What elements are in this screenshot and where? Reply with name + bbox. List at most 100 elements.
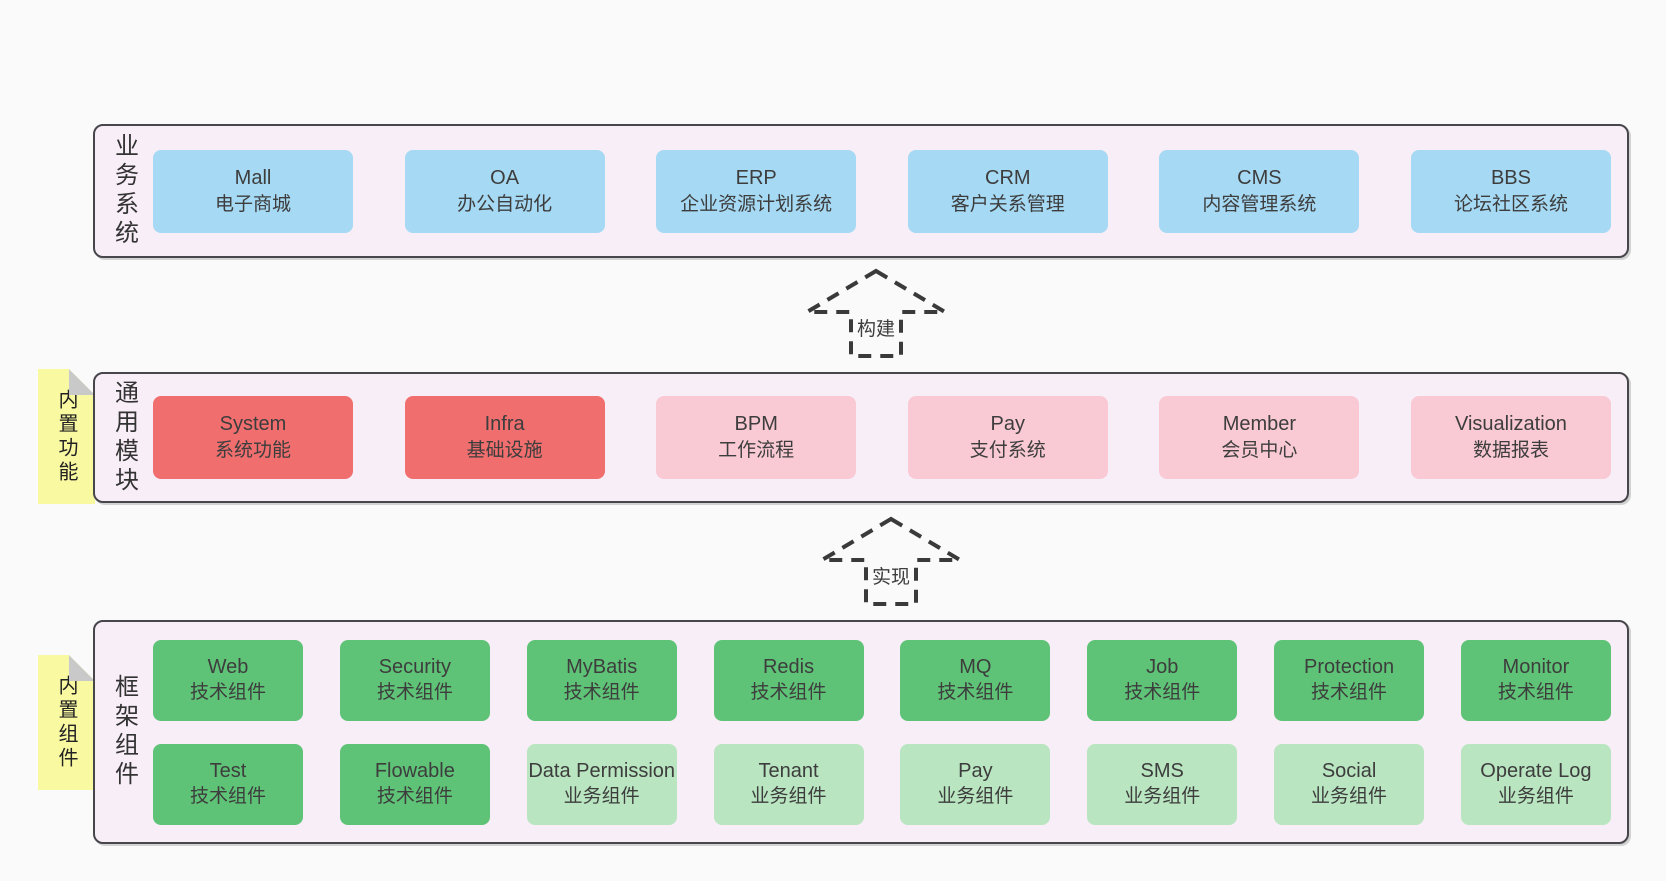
box-redis: Redis 技术组件 <box>713 639 864 721</box>
box-title: MyBatis <box>566 656 638 679</box>
box-mybatis: MyBatis 技术组件 <box>526 639 677 721</box>
box-infra: Infra 基础设施 <box>404 396 605 479</box>
box-title: Operate Log <box>1480 760 1592 783</box>
box-subtitle: 业务组件 <box>1497 785 1574 807</box>
box-subtitle: 技术组件 <box>563 681 640 703</box>
box-title: Visualization <box>1455 413 1567 436</box>
box-mall: Mall 电子商城 <box>153 149 353 233</box>
box-social: Social 业务组件 <box>1274 743 1425 825</box>
box-title: Job <box>1146 656 1179 679</box>
box-mq: MQ 技术组件 <box>900 639 1051 721</box>
box-title: Pay <box>990 413 1026 436</box>
box-title: System <box>219 413 287 436</box>
box-subtitle: 技术组件 <box>189 681 266 703</box>
box-subtitle: 业务组件 <box>750 785 827 807</box>
box-title: Data Permission <box>528 760 676 783</box>
box-title: Security <box>378 656 451 679</box>
box-subtitle: 支付系统 <box>969 440 1046 462</box>
box-subtitle: 客户关系管理 <box>950 193 1065 215</box>
box-pay-biz: Pay 业务组件 <box>900 743 1051 825</box>
box-row: System 系统功能 Infra 基础设施 BPM 工作流程 Pay 支付系统… <box>153 396 1611 479</box>
box-subtitle: 工作流程 <box>718 440 795 462</box>
box-title: Social <box>1321 760 1377 783</box>
box-pay: Pay 支付系统 <box>907 396 1108 479</box>
box-bpm: BPM 工作流程 <box>656 396 857 479</box>
box-subtitle: 技术组件 <box>1311 681 1388 703</box>
box-title: BPM <box>734 413 778 436</box>
arrow-up-implement: 实现 <box>819 516 963 608</box>
box-subtitle: 会员中心 <box>1221 440 1298 462</box>
box-job: Job 技术组件 <box>1087 639 1238 721</box>
layer-framework-components: 框架组件 Web 技术组件 Security 技术组件 MyBatis 技术组件… <box>93 620 1629 844</box>
box-security: Security 技术组件 <box>339 639 490 721</box>
box-subtitle: 技术组件 <box>937 681 1014 703</box>
box-flowable: Flowable 技术组件 <box>339 743 490 825</box>
box-title: Flowable <box>374 760 455 783</box>
folded-corner-icon <box>69 655 95 681</box>
box-subtitle: 技术组件 <box>376 785 453 807</box>
box-subtitle: 技术组件 <box>1497 681 1574 703</box>
box-crm: CRM 客户关系管理 <box>907 149 1108 233</box>
box-title: Infra <box>484 413 525 436</box>
box-title: Web <box>207 656 249 679</box>
box-test: Test 技术组件 <box>153 743 303 825</box>
layer-common-modules: 通用模块 System 系统功能 Infra 基础设施 BPM 工作流程 Pay… <box>93 372 1629 503</box>
sticky-note-built-in-functions: 内置功能 <box>38 369 95 504</box>
box-subtitle: 电子商城 <box>214 193 291 215</box>
arrow-up-build: 构建 <box>804 268 948 360</box>
box-visualization: Visualization 数据报表 <box>1410 396 1611 479</box>
box-web: Web 技术组件 <box>153 639 303 721</box>
box-subtitle: 办公自动化 <box>457 193 553 215</box>
box-title: Pay <box>958 760 993 783</box>
box-title: Member <box>1222 413 1297 436</box>
box-title: MQ <box>959 656 992 679</box>
dashed-up-arrow-icon <box>804 268 948 358</box>
box-title: CMS <box>1237 166 1282 189</box>
box-title: Protection <box>1304 656 1395 679</box>
box-title: Test <box>209 760 247 783</box>
box-bbs: BBS 论坛社区系统 <box>1410 149 1611 233</box>
layer-business-systems: 业务系统 Mall 电子商城 OA 办公自动化 ERP 企业资源计划系统 CRM… <box>93 124 1629 258</box>
box-tenant: Tenant 业务组件 <box>713 743 864 825</box>
box-title: OA <box>490 166 520 189</box>
box-subtitle: 业务组件 <box>563 785 640 807</box>
box-subtitle: 论坛社区系统 <box>1453 193 1568 215</box>
box-subtitle: 基础设施 <box>466 440 543 462</box>
layer-label: 通用模块 <box>110 379 138 496</box>
box-subtitle: 技术组件 <box>189 785 266 807</box>
box-subtitle: 技术组件 <box>1124 681 1201 703</box>
box-title: Redis <box>762 656 815 679</box>
box-title: Monitor <box>1502 656 1570 679</box>
box-oa: OA 办公自动化 <box>404 149 605 233</box>
box-member: Member 会员中心 <box>1159 396 1360 479</box>
box-title: ERP <box>735 166 777 189</box>
box-sms: SMS 业务组件 <box>1087 743 1238 825</box>
box-title: Mall <box>234 166 272 189</box>
box-data-permission: Data Permission 业务组件 <box>526 743 677 825</box>
box-title: SMS <box>1140 760 1184 783</box>
sticky-note-label: 内置组件 <box>55 674 77 771</box>
box-monitor: Monitor 技术组件 <box>1460 639 1611 721</box>
folded-corner-icon <box>69 369 95 395</box>
box-row: Web 技术组件 Security 技术组件 MyBatis 技术组件 Redi… <box>153 639 1611 721</box>
box-subtitle: 内容管理系统 <box>1202 193 1317 215</box>
arrow-label: 实现 <box>868 562 914 589</box>
box-operate-log: Operate Log 业务组件 <box>1460 743 1611 825</box>
sticky-note-built-in-components: 内置组件 <box>38 655 95 790</box>
box-title: BBS <box>1490 166 1531 189</box>
box-subtitle: 企业资源计划系统 <box>680 193 833 215</box>
box-row: Test 技术组件 Flowable 技术组件 Data Permission … <box>153 743 1611 825</box>
box-cms: CMS 内容管理系统 <box>1159 149 1360 233</box>
layer-label: 业务系统 <box>110 133 138 249</box>
box-subtitle: 数据报表 <box>1472 440 1549 462</box>
box-title: CRM <box>985 166 1031 189</box>
box-protection: Protection 技术组件 <box>1274 639 1425 721</box>
dashed-up-arrow-icon <box>819 516 963 606</box>
layer-label: 框架组件 <box>110 674 138 790</box>
box-subtitle: 技术组件 <box>750 681 827 703</box>
box-system: System 系统功能 <box>153 396 353 479</box>
box-subtitle: 业务组件 <box>937 785 1014 807</box>
box-row: Mall 电子商城 OA 办公自动化 ERP 企业资源计划系统 CRM 客户关系… <box>153 149 1611 233</box>
box-title: Tenant <box>758 760 819 783</box>
arrow-label: 构建 <box>853 314 899 341</box>
